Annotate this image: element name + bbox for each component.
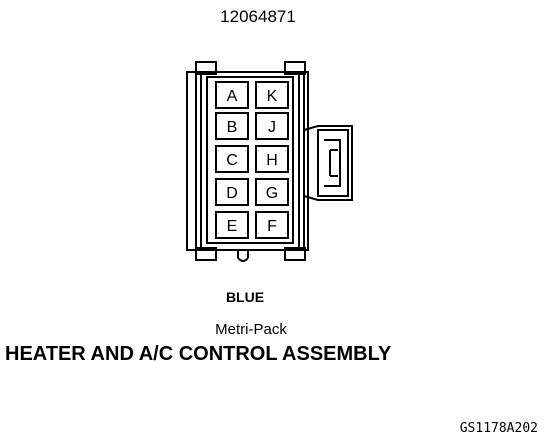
pin-label-e: E [227, 218, 238, 235]
pin-label-k: K [267, 88, 278, 105]
connector-housing [186, 61, 309, 262]
pin-label-b: B [227, 119, 238, 136]
pin-label-d: D [226, 185, 238, 202]
pin-e: E [215, 211, 249, 239]
pin-label-f: F [267, 218, 277, 235]
connector-color: BLUE [226, 289, 264, 305]
pin-d: D [215, 178, 249, 206]
pin-f: F [255, 211, 289, 239]
pin-a: A [215, 81, 249, 109]
pin-label-g: G [266, 185, 278, 202]
pin-j: J [255, 112, 289, 140]
pin-label-a: A [227, 88, 238, 105]
component-title: HEATER AND A/C CONTROL ASSEMBLY [5, 343, 392, 365]
connector-type: Metri-Pack [215, 321, 287, 338]
pin-label-h: H [266, 152, 278, 169]
pin-b: B [215, 112, 249, 140]
pin-label-j: J [268, 119, 276, 136]
pin-g: G [255, 178, 289, 206]
pin-k: K [255, 81, 289, 109]
locking-latch [303, 125, 353, 201]
pin-column-right: K J H G F [255, 81, 289, 239]
pin-c: C [215, 145, 249, 173]
pin-label-c: C [226, 152, 238, 169]
pin-column-left: A B C D E [215, 81, 249, 239]
figure-code: GS1178A202 [460, 421, 538, 436]
pin-h: H [255, 145, 289, 173]
part-number: 12064871 [220, 7, 296, 26]
